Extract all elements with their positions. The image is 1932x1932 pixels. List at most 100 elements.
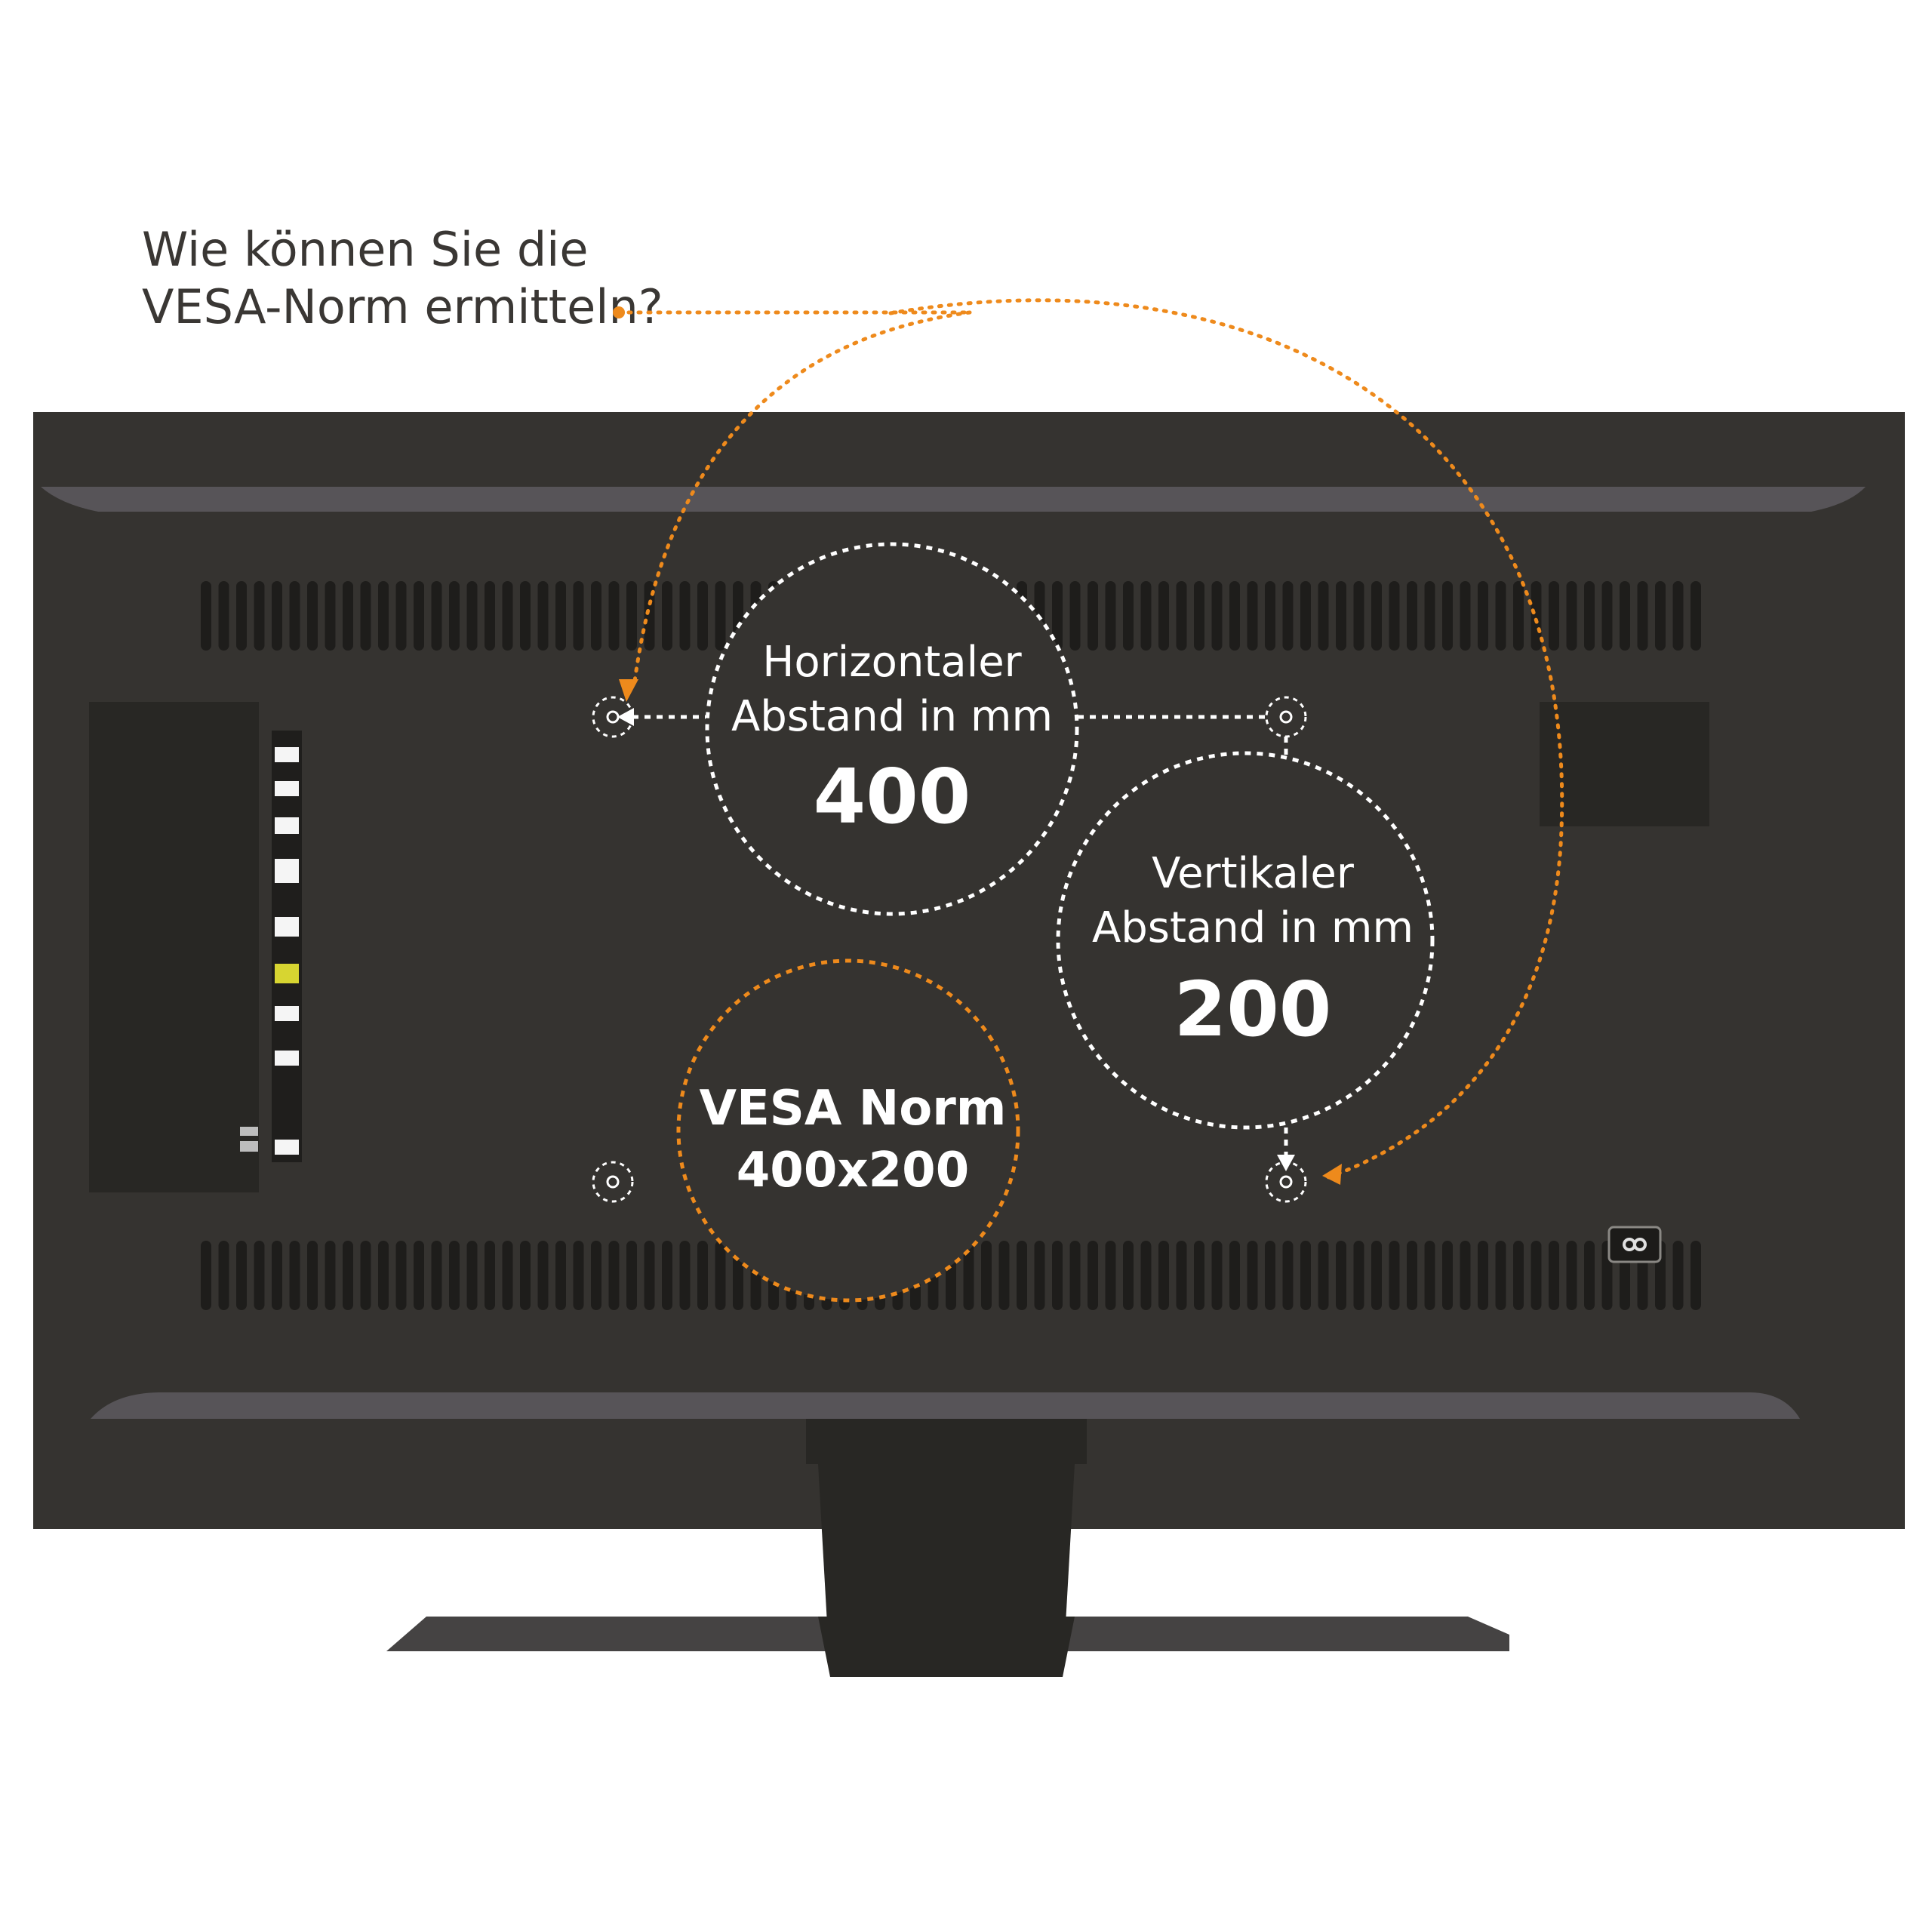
orange-arc-right — [888, 298, 1564, 1180]
vent-slot — [1300, 581, 1311, 651]
vent-slot — [1194, 1241, 1204, 1310]
vent-slot — [201, 581, 211, 651]
vent-slot — [466, 581, 478, 651]
vent-slot — [1620, 581, 1630, 651]
vent-slot — [1052, 1241, 1063, 1310]
vent-slot — [1637, 581, 1648, 651]
vent-slot — [573, 581, 584, 651]
vent-slot — [289, 581, 300, 651]
vertical-value: 200 — [1174, 965, 1332, 1054]
vent-slot — [1229, 1241, 1240, 1310]
vent-slot — [236, 581, 247, 651]
arrow-head-orange-right — [1322, 1164, 1342, 1185]
vent-slot — [272, 581, 282, 651]
stand-neck-top — [806, 1419, 1087, 1464]
vent-slot — [1690, 581, 1701, 651]
vent-slot — [1140, 581, 1152, 651]
horizontal-label-line-2: Abstand in mm — [731, 692, 1053, 741]
vent-slot — [981, 1241, 992, 1310]
vent-slot — [1672, 1241, 1684, 1310]
vent-slot — [697, 581, 708, 651]
vent-slot — [1123, 1241, 1134, 1310]
vent-slot — [1566, 581, 1577, 651]
vent-slot — [1282, 581, 1294, 651]
vent-slot — [395, 1241, 407, 1310]
vent-slot — [662, 1241, 672, 1310]
horizontal-label-line-1: Horizontaler — [762, 638, 1022, 687]
vent-slot — [1052, 581, 1063, 651]
vent-slot — [626, 1241, 637, 1310]
vent-slot — [1336, 1241, 1346, 1310]
vent-slot — [608, 1241, 620, 1310]
vent-slot — [236, 1241, 247, 1310]
vertical-distance-circle — [1056, 751, 1435, 1130]
vent-slot — [679, 1241, 691, 1310]
port — [275, 1140, 299, 1155]
orange-arc-left — [632, 310, 972, 689]
vent-slot — [378, 581, 389, 651]
vent-slot — [1460, 1241, 1471, 1310]
question-line-2: VESA-Norm ermitteln? — [142, 279, 663, 334]
vent-slot — [1300, 1241, 1311, 1310]
vent-slot — [449, 581, 460, 651]
arrow-head-white-left — [617, 708, 634, 726]
question-line-1: Wie können Sie die — [142, 222, 589, 277]
vent-slot — [449, 1241, 460, 1310]
vent-slot — [998, 1241, 1010, 1310]
port-small — [240, 1127, 258, 1136]
port — [275, 781, 299, 796]
vent-slot — [414, 581, 424, 651]
vent-slot — [502, 581, 513, 651]
vent-slot — [272, 1241, 282, 1310]
vent-slot — [537, 1241, 549, 1310]
vent-slot — [1318, 581, 1329, 651]
vent-slot — [360, 581, 371, 651]
vent-slot — [1353, 1241, 1364, 1310]
vent-slot — [1265, 581, 1275, 651]
vent-slot — [431, 1241, 442, 1310]
vent-slot — [254, 581, 265, 651]
port — [275, 1006, 299, 1021]
vent-slot — [360, 1241, 371, 1310]
vent-slot — [1478, 1241, 1488, 1310]
port — [275, 817, 299, 834]
vent-slot — [1105, 1241, 1116, 1310]
vent-slot — [644, 1241, 655, 1310]
vent-slot — [1566, 1241, 1577, 1310]
vent-slot — [1176, 1241, 1187, 1310]
vent-slot — [1069, 1241, 1081, 1310]
vent-slot — [1407, 1241, 1417, 1310]
vent-slot — [201, 1241, 211, 1310]
vent-slot — [1495, 581, 1506, 651]
vertical-label-line-2: Abstand in mm — [1092, 903, 1414, 952]
vent-slot — [307, 1241, 318, 1310]
stand-neck-front — [818, 1617, 1075, 1677]
vent-slot — [1407, 581, 1417, 651]
vent-slot — [626, 581, 637, 651]
vent-slot — [1034, 1241, 1045, 1310]
vesa-norm-value: 400x200 — [737, 1143, 969, 1198]
vent-slot — [1495, 1241, 1506, 1310]
vent-slot — [1531, 1241, 1542, 1310]
vent-slot — [1549, 581, 1559, 651]
arrow-head-orange-left — [619, 679, 638, 702]
vent-slot — [218, 1241, 229, 1310]
tv-top-bezel — [41, 487, 1866, 512]
vent-slot — [1229, 581, 1240, 651]
vent-slot — [254, 1241, 265, 1310]
vesa-norm-circle — [676, 958, 1020, 1303]
vent-slot — [1478, 581, 1488, 651]
vent-slot — [555, 581, 566, 651]
vent-slot — [1282, 1241, 1294, 1310]
vent-slot — [1088, 1241, 1098, 1310]
connector-strip — [272, 731, 302, 1162]
vent-slot — [466, 1241, 478, 1310]
vesa-norm-label: VESA Norm — [700, 1081, 1007, 1137]
vent-slot — [485, 581, 495, 651]
vent-slot — [1247, 581, 1258, 651]
vent-slot — [591, 581, 601, 651]
vent-slot — [395, 581, 407, 651]
port — [275, 859, 299, 883]
port — [275, 917, 299, 937]
vent-slot — [1105, 581, 1116, 651]
